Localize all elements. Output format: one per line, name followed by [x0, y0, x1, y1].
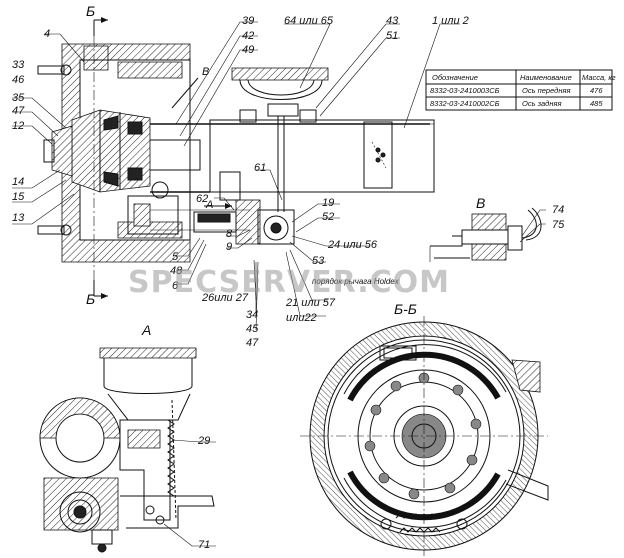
callout-19: 19	[322, 197, 334, 209]
callout-64: 64 или 65	[284, 15, 334, 27]
table-cell: 8332-03-2410003СБ	[430, 86, 500, 95]
table-header-designation: Обозначение	[432, 73, 478, 82]
callout-62: 62	[196, 193, 208, 205]
callout-53: 53	[312, 255, 325, 267]
section-bb-view	[300, 316, 549, 556]
callout-6: 6	[172, 280, 179, 292]
view-v-mark: В	[202, 66, 209, 78]
callout-12: 12	[12, 120, 24, 132]
callout-labels: 4 33 46 35 47 12 14 15 13 Б Б В А 39 42 …	[12, 3, 565, 551]
callout-74: 74	[552, 204, 564, 216]
callout-42: 42	[242, 30, 254, 42]
callout-71: 71	[198, 539, 210, 551]
view-v-title: В	[476, 195, 485, 211]
table-cell: 476	[590, 86, 603, 95]
table-cell: Ось задняя	[522, 99, 561, 108]
table-cell: 485	[590, 99, 603, 108]
callout-75: 75	[552, 219, 565, 231]
main-section-view	[37, 17, 435, 299]
section-bb-title: Б-Б	[394, 301, 417, 317]
callout-13: 13	[12, 212, 25, 224]
section-mark-bottom: Б	[86, 291, 95, 307]
table-header-name: Наименование	[520, 73, 572, 82]
callout-61: 61	[254, 162, 266, 174]
arrow-a-mark: А	[205, 199, 213, 211]
callout-52: 52	[322, 211, 334, 223]
callout-5: 5	[172, 251, 179, 263]
callout-51: 51	[386, 30, 398, 42]
spec-table-text: Обозначение Наименование Масса, кг 8332-…	[430, 73, 616, 108]
callout-34: 34	[246, 309, 258, 321]
table-cell: 8332-03-2410002СБ	[430, 99, 500, 108]
section-mark-top: Б	[86, 3, 95, 19]
callout-9: 9	[226, 241, 232, 253]
callout-47: 47	[12, 105, 25, 117]
holdex-note: порядок рычага Holdex	[312, 277, 400, 286]
callout-15: 15	[12, 191, 25, 203]
callout-35: 35	[12, 92, 25, 104]
callout-46: 46	[12, 74, 25, 86]
view-a-detail	[39, 347, 216, 553]
callout-26: 26или 27	[201, 292, 249, 304]
spec-table	[425, 69, 613, 111]
leader-lines	[12, 21, 460, 331]
callout-33: 33	[12, 59, 25, 71]
callout-8: 8	[226, 228, 233, 240]
callout-24: 24 или 56	[327, 239, 378, 251]
callout-39: 39	[242, 15, 254, 27]
callout-21: 21 или 57	[285, 297, 336, 309]
callout-47b: 47	[246, 337, 259, 349]
view-v-detail	[429, 207, 546, 262]
callout-4: 4	[44, 28, 50, 40]
callout-14: 14	[12, 176, 24, 188]
callout-49: 49	[242, 44, 254, 56]
watermark: SPECSERVER.COM	[128, 265, 450, 300]
wheel-bolt-holes	[364, 372, 482, 500]
table-header-mass: Масса, кг	[582, 73, 616, 82]
callout-1: 1 или 2	[432, 15, 469, 27]
callout-45: 45	[246, 323, 259, 335]
callout-29: 29	[197, 435, 210, 447]
callout-48: 48	[170, 265, 183, 277]
view-a-title: А	[141, 322, 151, 338]
callout-22: или22	[286, 312, 317, 324]
callout-43: 43	[386, 15, 399, 27]
table-cell: Ось передняя	[522, 86, 570, 95]
